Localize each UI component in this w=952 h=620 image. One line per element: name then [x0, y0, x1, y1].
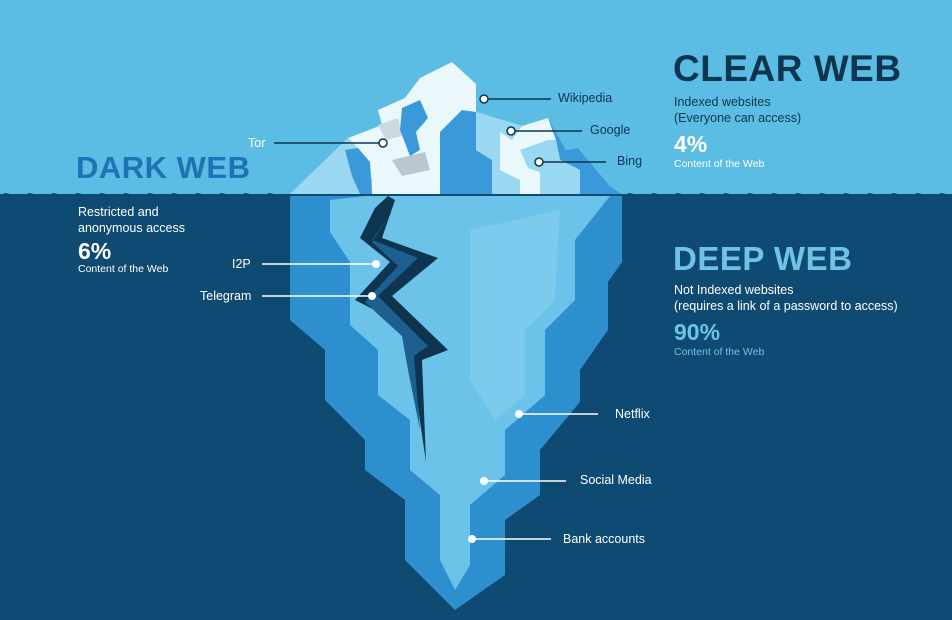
deep-web-caption: Content of the Web	[674, 346, 765, 358]
connector-dot-bank-accounts	[468, 535, 476, 543]
label-telegram: Telegram	[200, 289, 252, 303]
connector-dot-google	[506, 126, 516, 136]
deep-web-desc-line1: Not Indexed websites	[674, 283, 794, 297]
tip-ice-ledge	[378, 118, 402, 140]
dark-web-percent: 6%	[78, 238, 112, 264]
dark-web-title: DARK WEB	[76, 150, 251, 185]
tip-ice-peak-blue	[400, 100, 428, 156]
clear-web-title: CLEAR WEB	[673, 48, 902, 89]
connector-dot-telegram	[368, 292, 376, 300]
label-netflix: Netflix	[615, 407, 650, 421]
label-social-media: Social Media	[580, 473, 652, 487]
tip-ice-ledge-2	[392, 152, 430, 176]
connector-dot-bing	[534, 157, 544, 167]
label-bank-accounts: Bank accounts	[563, 532, 645, 546]
connector-dot-social-media	[480, 477, 488, 485]
dark-web-description: Restricted and anonymous access	[78, 204, 185, 236]
clear-web-percent: 4%	[674, 131, 708, 157]
dark-web-desc-line2: anonymous access	[78, 221, 186, 235]
underwater-ice-highlight	[330, 196, 610, 590]
connector-dot-tor	[378, 138, 388, 148]
label-bing: Bing	[617, 154, 643, 168]
label-i2p: I2P	[232, 257, 251, 271]
connector-dot-wikipedia	[479, 94, 489, 104]
clear-web-desc-line1: Indexed websites	[674, 95, 771, 109]
iceberg-crack-inner	[365, 212, 428, 430]
connectors	[262, 94, 606, 543]
deep-web-desc-line2: (requires a link of a password to access…	[674, 299, 898, 313]
tip-ice-left-blue	[345, 148, 372, 194]
connector-dot-i2p	[372, 260, 380, 268]
label-google: Google	[590, 123, 631, 137]
tip-ice-right-light	[520, 140, 580, 194]
tip-ice-right-face	[548, 118, 622, 194]
waterline-wave	[0, 193, 952, 200]
clear-web-description: Indexed websites (Everyone can access)	[674, 94, 801, 126]
connector-dot-netflix	[515, 410, 523, 418]
dark-web-caption: Content of the Web	[78, 263, 169, 275]
label-tor: Tor	[248, 136, 266, 150]
tip-ice-shadow-blue	[440, 110, 492, 194]
deep-web-title: DEEP WEB	[673, 240, 853, 277]
dark-web-desc-line1: Restricted and	[78, 205, 159, 219]
underwater-ice-pale	[470, 210, 560, 420]
clear-web-caption: Content of the Web	[674, 158, 765, 170]
label-wikipedia: Wikipedia	[558, 91, 613, 105]
deep-web-percent: 90%	[674, 319, 721, 345]
clear-web-desc-line2: (Everyone can access)	[674, 111, 802, 125]
deep-web-description: Not Indexed websites (requires a link of…	[674, 282, 898, 314]
